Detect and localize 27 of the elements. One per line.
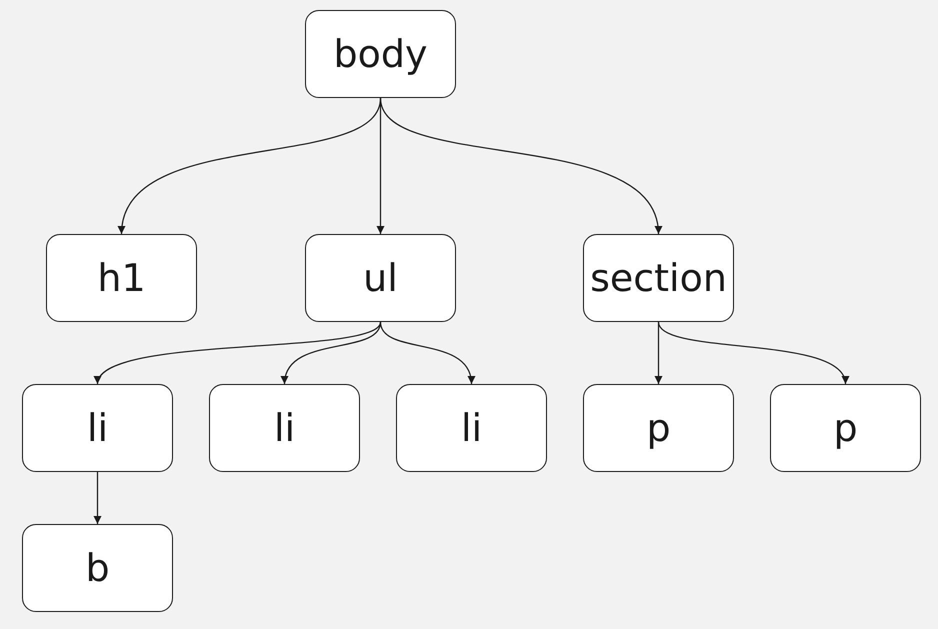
node-label: body: [334, 32, 428, 76]
arrow: [282, 322, 382, 384]
node-box: [770, 384, 921, 472]
node-label: p: [833, 406, 858, 450]
node-box: [46, 234, 197, 322]
node-box: [22, 524, 173, 612]
arrow: [96, 322, 381, 384]
node-box: [396, 384, 547, 472]
node-box: [22, 384, 173, 472]
node-box: [209, 384, 360, 472]
node-label: li: [460, 406, 482, 450]
node-label: section: [590, 256, 727, 300]
node-box: [583, 234, 734, 322]
node-label: b: [85, 546, 110, 590]
node-label: li: [274, 406, 296, 450]
arrow: [380, 322, 474, 384]
node-label: h1: [97, 256, 146, 300]
node-box: [583, 384, 734, 472]
node-label: li: [86, 406, 108, 450]
arrow: [658, 322, 847, 384]
node-box: [305, 10, 456, 98]
node-label: ul: [363, 256, 398, 300]
arrow: [654, 322, 662, 384]
arrow: [380, 98, 661, 234]
arrow: [94, 472, 102, 524]
node-box: [305, 234, 456, 322]
node-label: p: [646, 406, 671, 450]
